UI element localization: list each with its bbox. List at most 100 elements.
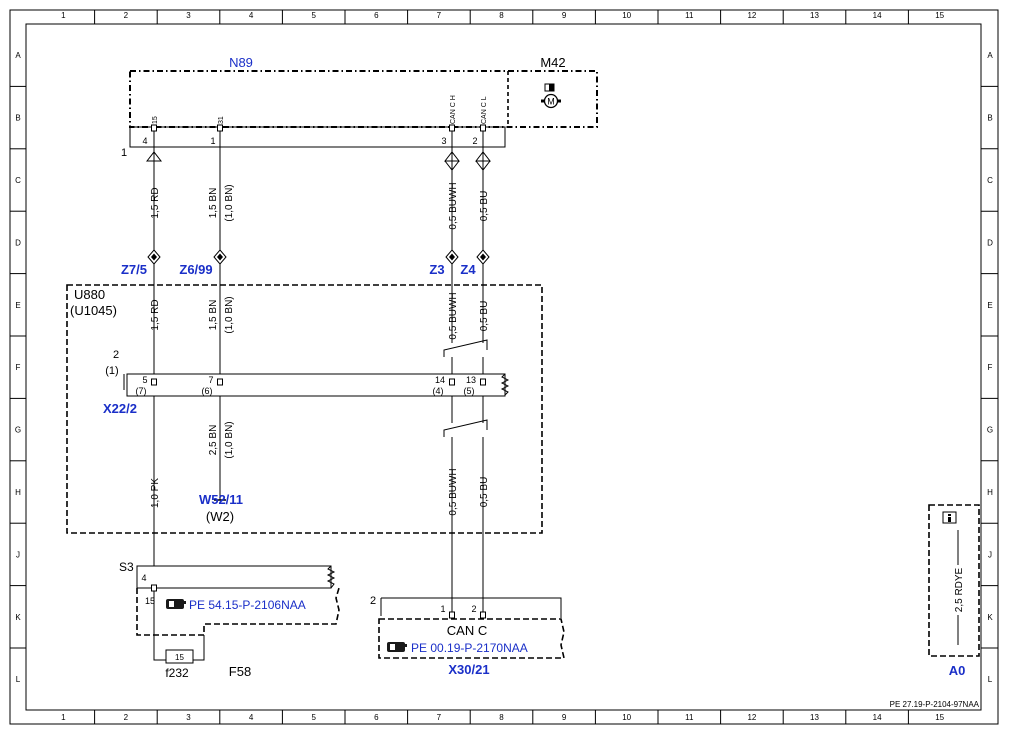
- frame-row-label: L: [988, 675, 993, 684]
- frame-row-label: H: [15, 488, 21, 497]
- x22-pin-14: 14: [435, 375, 445, 385]
- x30-21-component: 2 1 2 CAN C PE 00.19-P-2170NAA X30/21: [370, 595, 566, 677]
- frame-column-label: 6: [374, 713, 379, 722]
- frame-row-label: A: [15, 51, 21, 60]
- n89-m42-module: N89 M42 M 1 4 1 3 2 15 31 CAN C H CAN C …: [121, 55, 598, 159]
- frame-column-label: 13: [810, 713, 819, 722]
- u880-alt-label: (U1045): [70, 303, 117, 318]
- frame-column-label: 14: [873, 713, 882, 722]
- wire-label-bn-low-alt: (1,0 BN): [224, 421, 235, 458]
- frame-column-label: 4: [249, 11, 254, 20]
- u880-module: U880 (U1045): [66, 284, 543, 534]
- n89-pin-2: 2: [472, 136, 477, 146]
- u880-label: U880: [74, 287, 105, 302]
- x30-reference-link[interactable]: PE 00.19-P-2170NAA: [411, 641, 528, 655]
- frame-row-label: E: [987, 301, 992, 310]
- motor-icon: M: [541, 83, 561, 109]
- frame-column-label: 10: [622, 713, 631, 722]
- frame-column-label: 11: [685, 713, 694, 722]
- frame-column-label: 11: [685, 11, 694, 20]
- wire-label-bn-top: 1,5 BN: [208, 188, 219, 219]
- s3-pin-15: 15: [145, 596, 155, 606]
- frame-column-label: 3: [186, 713, 191, 722]
- frame-row-label: L: [16, 675, 21, 684]
- w52-11-label: W52/11: [199, 492, 243, 507]
- n89-pin-name-can-l: CAN C L: [481, 96, 488, 124]
- svg-text:M: M: [547, 97, 555, 107]
- frame-column-label: 5: [311, 713, 316, 722]
- wire-label-buwh-low: 0,5 BUWH: [448, 468, 459, 515]
- frame-column-label: 9: [562, 713, 567, 722]
- wire-label-rd-top: 1,5 RD: [150, 187, 161, 218]
- f232-label: f232: [165, 666, 189, 680]
- frame-row-label: G: [987, 426, 993, 435]
- frame-column-label: 7: [437, 713, 442, 722]
- splice-label-z6-99: Z6/99: [179, 262, 212, 277]
- frame-column-label: 13: [810, 11, 819, 20]
- frame-row-label: F: [988, 363, 993, 372]
- x22-pin-7: 7: [208, 375, 213, 385]
- frame-row-label: J: [988, 550, 992, 559]
- s3-reference-link[interactable]: PE 54.15-P-2106NAA: [189, 598, 306, 612]
- frame-row-label: B: [987, 114, 992, 123]
- n89-pin-name-can-h: CAN C H: [450, 95, 457, 124]
- wire-label-pk: 1,0 PK: [150, 478, 161, 508]
- a0-label: A0: [949, 663, 966, 678]
- frame-column-label: 7: [437, 11, 442, 20]
- pointing-hand-icon: [387, 642, 407, 652]
- frame-column-label: 15: [935, 11, 944, 20]
- n89-pin-1: 1: [210, 136, 215, 146]
- m42-label: M42: [540, 55, 565, 70]
- x22-pin-13: 13: [466, 375, 476, 385]
- frame-column-label: 10: [622, 11, 631, 20]
- x22-connector-number: 2: [113, 349, 119, 361]
- a0-legend: 2,5 RDYE A0: [928, 504, 980, 678]
- pointing-hand-icon: [166, 599, 186, 609]
- wire-label-bn-mid: 1,5 BN: [208, 300, 219, 331]
- frame-column-label: 14: [873, 11, 882, 20]
- x30-pin-1: 1: [440, 604, 445, 614]
- w2-label: (W2): [206, 509, 234, 524]
- n89-pin-name-15: 15: [152, 116, 159, 124]
- frame-column-label: 8: [499, 11, 504, 20]
- x22-connector: 2 (1) X22/2 5 (7) 7 (6) 14 (4) 13 (5): [103, 349, 510, 416]
- frame-column-label: 1: [61, 713, 66, 722]
- wire-label-rd-mid: 1,5 RD: [150, 299, 161, 330]
- frame-row-label: D: [987, 238, 993, 247]
- x30-21-label: X30/21: [448, 662, 489, 677]
- frame-column-labels: 1122334455667788991010111112121313141415…: [61, 11, 945, 722]
- x22-label: X22/2: [103, 401, 137, 416]
- frame-column-label: 15: [935, 713, 944, 722]
- x30-pin-2: 2: [471, 604, 476, 614]
- x30-connector-number: 2: [370, 595, 376, 607]
- frame-row-label: G: [15, 426, 21, 435]
- n89-pin-4: 4: [142, 136, 147, 146]
- drawing-frame: [9, 9, 999, 725]
- frame-row-label: B: [15, 114, 20, 123]
- frame-column-label: 12: [747, 713, 756, 722]
- s3-component: S3 4 15 PE 54.15-P-2106NAA: [119, 560, 340, 636]
- frame-grid-ticks: [10, 10, 998, 724]
- x22-pin-5-alt: (7): [136, 386, 147, 396]
- splice-label-z3: Z3: [429, 262, 444, 277]
- frame-column-label: 4: [249, 713, 254, 722]
- wire-label-bn-mid-alt: (1,0 BN): [224, 296, 235, 333]
- n89-pin-name-31: 31: [218, 116, 225, 124]
- frame-column-label: 2: [124, 11, 129, 20]
- n89-connector-number: 1: [121, 147, 127, 159]
- document-number: PE 27.19-P-2104-97NAA: [890, 700, 980, 709]
- n89-connector-symbols: [145, 151, 492, 171]
- frame-column-label: 5: [311, 11, 316, 20]
- frame-column-label: 8: [499, 713, 504, 722]
- wire-label-bn-top-alt: (1,0 BN): [224, 184, 235, 221]
- wire-label-bu-low: 0,5 BU: [479, 477, 490, 508]
- frame-column-label: 6: [374, 11, 379, 20]
- frame-row-label: E: [15, 301, 20, 310]
- frame-column-label: 1: [61, 11, 66, 20]
- n89-label: N89: [229, 55, 253, 70]
- can-c-label: CAN C: [447, 623, 487, 638]
- x22-pin-14-alt: (4): [433, 386, 444, 396]
- x22-connector-alt-number: (1): [105, 365, 118, 377]
